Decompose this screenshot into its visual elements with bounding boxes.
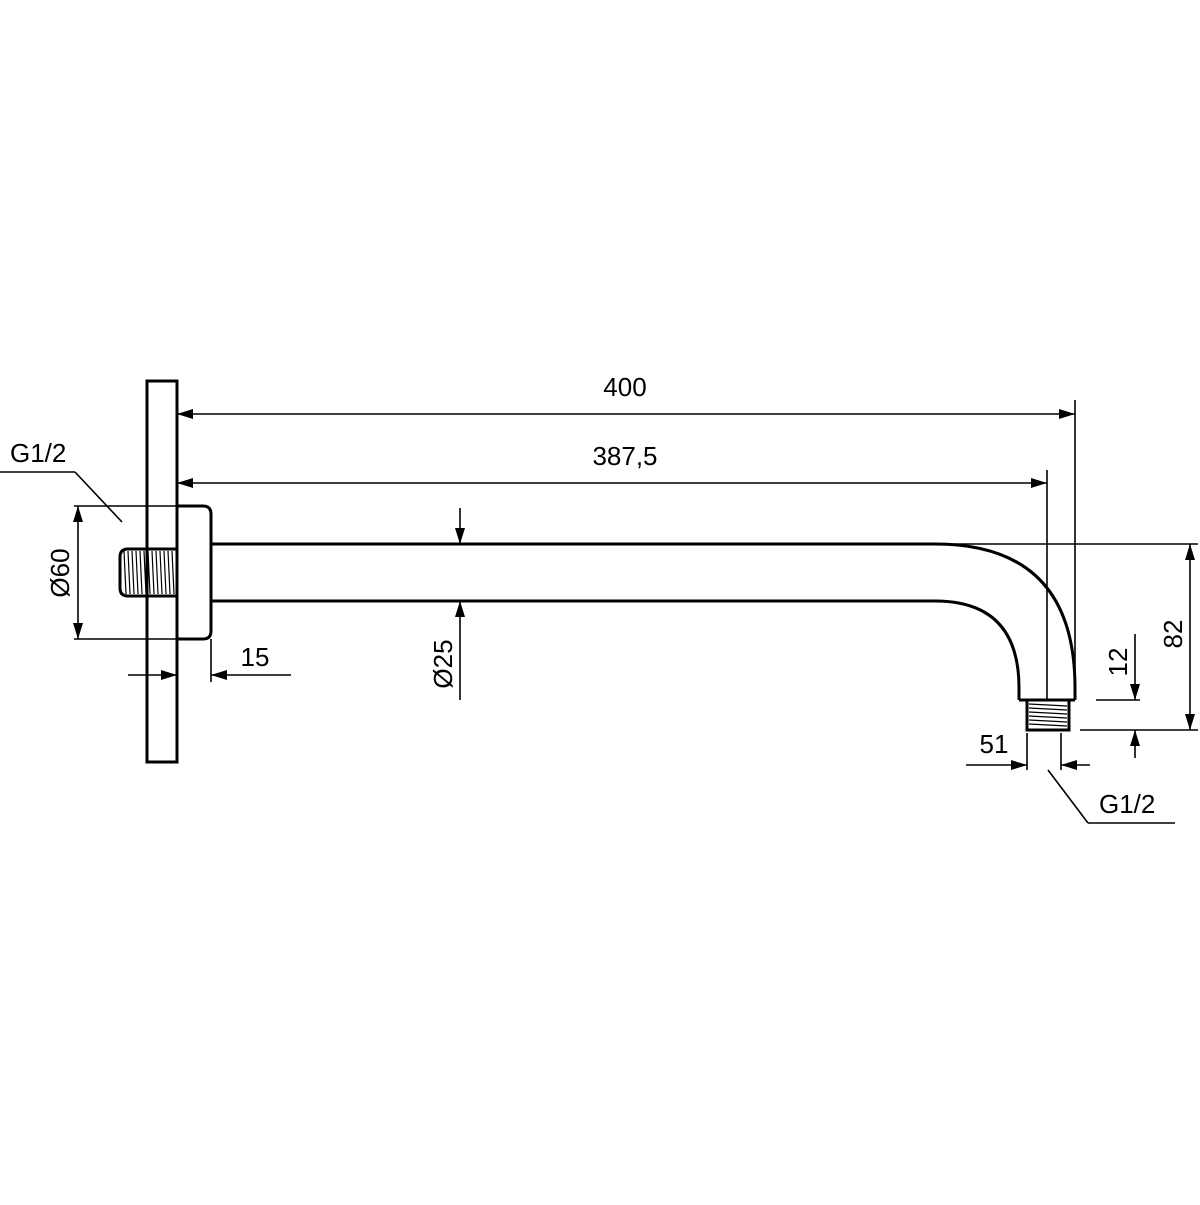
thread-line [167,550,171,595]
thread-line [147,550,151,595]
callout-inlet-leader-diagonal [74,471,123,523]
dim-arm-length: 387,5 [177,441,1047,488]
thread-line [1028,723,1068,727]
dim-drop-height: 82 [1158,544,1195,730]
outlet-thread-outline [1025,698,1071,732]
thread-line [171,550,175,595]
dim-51-arrow-right [1061,760,1077,770]
thread-line [123,550,127,595]
thread-line [1028,711,1068,715]
dim-400-label: 400 [603,372,646,402]
dim-flange-depth: 15 [128,642,291,680]
inlet-thread-hatching [123,550,175,595]
dim-82-arrow-top [1185,544,1195,560]
dim-12-arrow-bottom [1130,730,1140,746]
dim-82-label: 82 [1158,620,1188,649]
dim-387-arrow-right [1031,478,1047,488]
thread-line [1028,719,1068,723]
thread-line [1028,707,1068,711]
dim-pipe-diameter: Ø25 [428,508,465,700]
dim-flange-diameter: Ø60 [45,506,83,639]
pipe-inner-edge [211,599,1021,700]
dim-12-arrow-top [1130,684,1140,700]
callout-outlet-thread: G1/2 [1047,769,1175,824]
dim-400-arrow-right [1059,409,1075,419]
dim-25-arrow-bottom [455,601,465,617]
dim-60-arrow-bottom [73,623,83,639]
dim-outlet-offset: 51 [966,729,1090,770]
wall-section [145,379,179,764]
pipe-outer-edge [211,542,1077,700]
dim-60-arrow-top [73,506,83,522]
dim-25-label: Ø25 [428,639,458,688]
dim-82-arrow-bottom [1185,714,1195,730]
thread-line [135,550,139,595]
dim-60-label: Ø60 [45,548,75,597]
callout-outlet-leader-diagonal [1047,769,1089,824]
callout-outlet-label: G1/2 [1099,789,1155,819]
thread-line [151,550,155,595]
dim-51-label: 51 [980,729,1009,759]
dim-15-arrow-left [161,670,177,680]
dim-15-label: 15 [241,642,270,672]
inlet-thread-outline [118,547,177,598]
dim-outlet-thread-length: 12 [1096,634,1140,758]
dim-400-arrow-left [177,409,193,419]
callout-inlet-label: G1/2 [10,438,66,468]
thread-line [155,550,159,595]
dim-387-label: 387,5 [592,441,657,471]
thread-line [139,550,143,595]
thread-line [163,550,167,595]
dim-25-arrow-top [455,528,465,544]
flange [177,504,213,641]
dim-12-label: 12 [1103,648,1133,677]
extension-lines [74,400,1198,770]
dim-overall-length: 400 [177,372,1075,419]
thread-line [131,550,135,595]
callout-inlet-thread: G1/2 [0,438,123,523]
dim-387-arrow-left [177,478,193,488]
inlet-thread [118,547,177,598]
dim-15-arrow-right [211,670,227,680]
flange-body [177,504,213,641]
dim-51-arrow-left [1011,760,1027,770]
wall-plate [145,379,179,764]
thread-line [127,550,131,595]
thread-line [1028,703,1068,707]
thread-line [159,550,163,595]
outlet-thread [1025,698,1071,732]
outlet-thread-hatching [1028,703,1068,727]
thread-line [143,550,147,595]
thread-line [1028,715,1068,719]
